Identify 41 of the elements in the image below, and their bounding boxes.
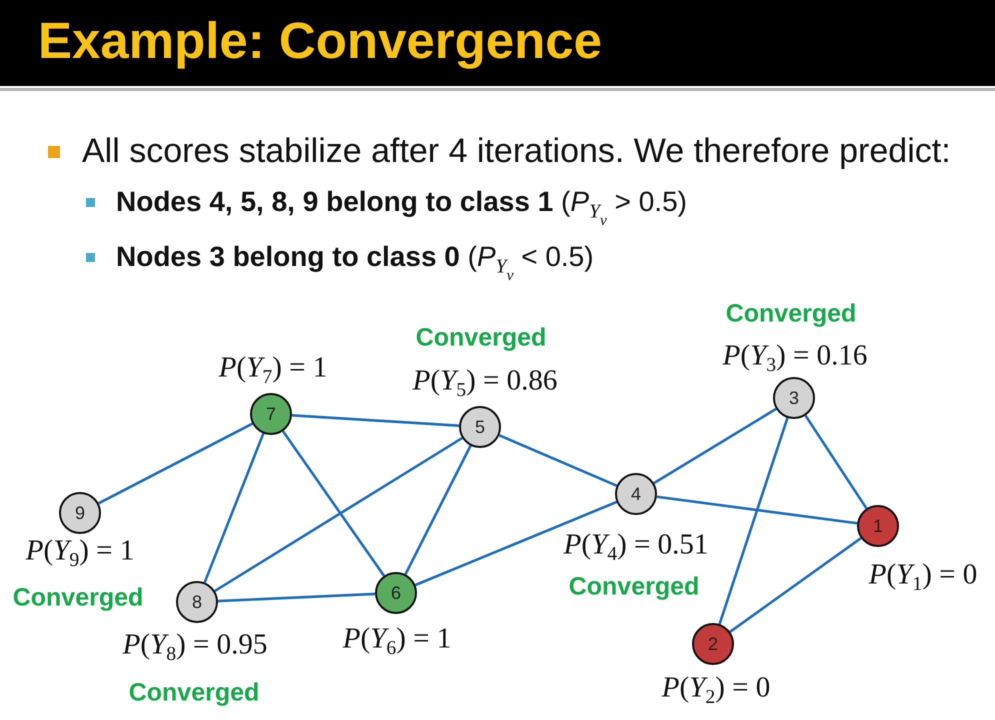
status-label: Converged (128, 678, 260, 708)
graph-edge (98, 422, 253, 504)
bullet-text: All scores stabilize after 4 iterations. We therefore predict: (82, 131, 951, 172)
graph-node: 5 (459, 406, 501, 448)
graph-edge (656, 495, 858, 525)
probability-label: P(Y$_{4}$) = 0.51 (564, 528, 708, 566)
sub-bullet-text: Nodes 3 belong to class 0 (P$_{Y}$$_{v}$ < 0.5) (116, 240, 594, 286)
graph-edge (203, 433, 265, 583)
graph-edge (653, 408, 777, 484)
graph-node: 7 (250, 393, 292, 435)
graph-edge (282, 430, 386, 577)
graph-edge (729, 537, 862, 633)
probability-label: P(Y$_{1}$) = 0 (868, 558, 978, 596)
graph-node: 2 (692, 623, 734, 665)
sub-bullet-text: Nodes 4, 5, 8, 9 belong to class 1 (P$_{Y}$$_{v}$ > 0.5) (116, 185, 687, 230)
probability-label: P(Y$_{2}$) = 0 (662, 671, 770, 709)
graph-edge (404, 445, 472, 575)
probability-label: P(Y$_{7}$) = 1 (218, 351, 328, 389)
graph-node: 4 (615, 473, 657, 515)
graph-edge (498, 434, 618, 487)
graph-edge (218, 592, 376, 602)
graph-node: 1 (857, 505, 899, 547)
graph-edge (414, 500, 618, 586)
probability-label: P(Y$_{8}$) = 0.95 (122, 628, 268, 666)
graph-node: 9 (59, 492, 101, 534)
graph-edge (804, 414, 868, 510)
graph-node: 3 (773, 377, 815, 419)
graph-edge (718, 418, 789, 624)
probability-label: P(Y$_{6}$) = 1 (342, 622, 452, 660)
status-label: Converged (12, 584, 144, 612)
graph-edge (214, 436, 463, 592)
status-label: Converged (568, 572, 700, 602)
graph-edge (292, 414, 460, 427)
status-label: Converged (726, 300, 856, 328)
probability-label: P(Y$_{3}$) = 0.16 (722, 339, 868, 377)
probability-label: P(Y$_{9}$) = 1 (26, 534, 134, 572)
status-label: Converged (416, 324, 546, 352)
graph-node: 6 (375, 572, 417, 614)
slide-title: Example: Convergence (38, 11, 602, 71)
graph-node: 8 (176, 581, 218, 623)
probability-label: P(Y$_{5}$) = 0.86 (412, 364, 558, 402)
